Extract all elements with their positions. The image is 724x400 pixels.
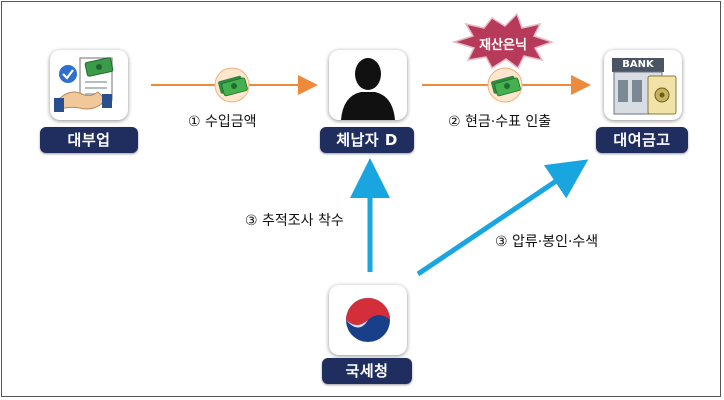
step-seize-caption: ③ 압류·봉인·수색 xyxy=(495,234,599,250)
badge-text: 재산은닉 xyxy=(479,38,527,53)
person-silhouette-icon xyxy=(341,58,395,120)
debtor-label: 체납자 D xyxy=(320,127,414,153)
lender-tile xyxy=(50,50,128,120)
debtor-tile xyxy=(329,50,407,120)
bank-label: 대여금고 xyxy=(596,127,688,153)
money-icon xyxy=(487,67,523,103)
step-withdraw-caption: ② 현금·수표 인출 xyxy=(448,114,552,130)
nts-label: 국세청 xyxy=(322,358,412,384)
bank-tile: BANK xyxy=(604,50,682,120)
government-emblem-icon xyxy=(346,298,390,342)
bank-sign: BANK xyxy=(622,59,654,70)
step-trace-caption: ③ 추적조사 착수 xyxy=(245,213,344,229)
money-icon xyxy=(214,67,250,103)
bank-vault-icon xyxy=(612,58,677,115)
nts-tile xyxy=(329,285,407,355)
seize-arrow xyxy=(416,159,589,277)
concealment-badge xyxy=(451,12,555,70)
step-income-caption: ① 수입금액 xyxy=(188,114,257,130)
lender-label: 대부업 xyxy=(40,127,138,153)
handshake-contract-icon xyxy=(54,57,114,112)
